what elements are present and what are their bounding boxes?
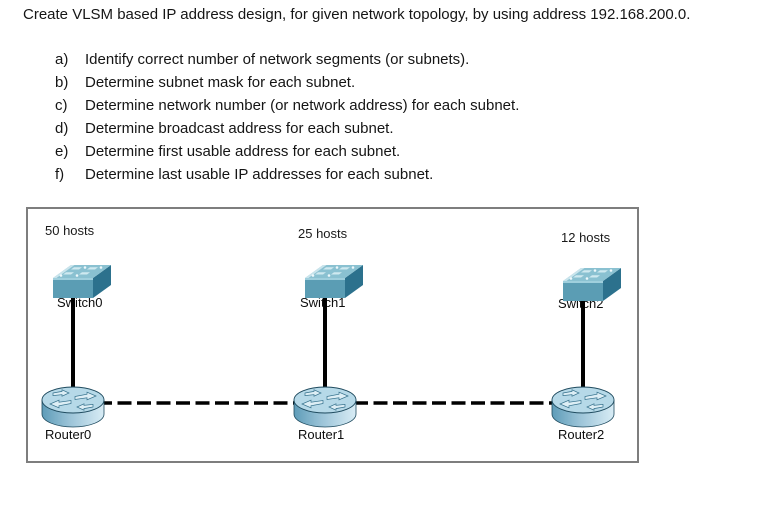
router-icon	[41, 386, 105, 428]
task-item: c) Determine network number (or network …	[55, 97, 519, 120]
task-letter: a)	[55, 51, 69, 68]
task-text: Identify correct number of network segme…	[85, 51, 470, 68]
task-list: a) Identify correct number of network se…	[55, 51, 519, 189]
router-label: Router0	[45, 427, 92, 442]
hosts-count-label: 25 hosts	[298, 226, 348, 241]
task-item: e) Determine first usable address for ea…	[55, 143, 519, 166]
router-icon	[551, 386, 615, 428]
hosts-count-label: 12 hosts	[561, 230, 611, 245]
task-letter: f)	[55, 166, 65, 183]
topology-panel: 50 hosts 25 hosts 12 hosts Switch0 Switc…	[26, 207, 639, 463]
task-text: Determine first usable address for each …	[85, 143, 401, 160]
task-item: f) Determine last usable IP addresses fo…	[55, 166, 519, 189]
network-links	[71, 293, 585, 405]
task-text: Determine broadcast address for each sub…	[85, 120, 394, 137]
task-text: Determine network number (or network add…	[85, 97, 520, 114]
hosts-count-label: 50 hosts	[45, 223, 95, 238]
router-label: Router2	[558, 427, 605, 442]
switch-icon	[563, 268, 621, 301]
router-icon	[293, 386, 357, 428]
task-text: Determine last usable IP addresses for e…	[85, 166, 434, 183]
task-letter: d)	[55, 120, 69, 137]
switch-icon	[53, 265, 111, 298]
task-text: Determine subnet mask for each subnet.	[85, 74, 356, 91]
task-letter: b)	[55, 74, 69, 91]
task-item: b) Determine subnet mask for each subnet…	[55, 74, 519, 97]
task-letter: c)	[55, 97, 68, 114]
router-label: Router1	[298, 427, 345, 442]
task-item: d) Determine broadcast address for each …	[55, 120, 519, 143]
task-letter: e)	[55, 143, 69, 160]
switch-icon	[305, 265, 363, 298]
question-title: Create VLSM based IP address design, for…	[23, 6, 691, 23]
switch-label: Switch0	[57, 295, 103, 310]
switch-label: Switch1	[300, 295, 346, 310]
task-item: a) Identify correct number of network se…	[55, 51, 519, 74]
